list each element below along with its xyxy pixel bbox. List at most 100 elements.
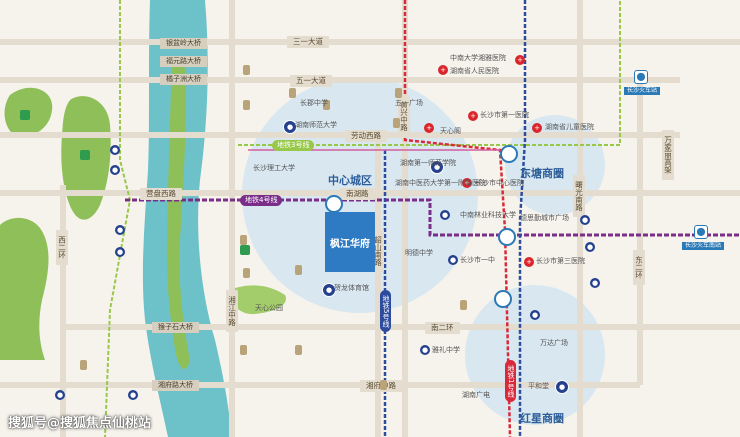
- landmark-icon: [243, 268, 250, 278]
- hospital-icon: +: [524, 257, 534, 267]
- school-icon: ●: [555, 380, 569, 394]
- metro-interchange-icon: [498, 228, 516, 246]
- district-center: 中心城区: [328, 174, 372, 187]
- metro-interchange-icon: [494, 290, 512, 308]
- hospital-icon: +: [515, 55, 525, 65]
- hospital-icon: +: [468, 111, 478, 121]
- landmark-icon: [323, 100, 330, 110]
- school-icon: ●: [420, 345, 430, 355]
- road-xiangjiang: 湘江中路: [226, 290, 238, 332]
- metro-tag-line3: 地铁3号线: [272, 140, 315, 151]
- landmark-icon: [240, 345, 247, 355]
- road-sanyi: 三一大道: [287, 36, 329, 48]
- school-icon: ●: [580, 215, 590, 225]
- road-furong-n: 黄兴中路: [398, 95, 410, 137]
- metro-line5-path: [518, 0, 527, 437]
- landmark-icon: [243, 100, 250, 110]
- poi-label: 中南林业科技大学: [460, 211, 516, 219]
- road-erhuan-west: 西二环: [56, 230, 68, 265]
- school-icon: ●: [110, 165, 120, 175]
- landmark-icon: [289, 88, 296, 98]
- landmark-icon: [243, 65, 250, 75]
- poi-label: 天心公园: [255, 304, 283, 312]
- bridge-fuyuan: 福元路大桥: [160, 56, 207, 67]
- railway-station-label: 长沙火车站: [624, 87, 661, 95]
- road-dongtang: 曙光南路: [573, 175, 585, 217]
- bridge-houhu: 猴子石大桥: [152, 322, 199, 333]
- park-area: [230, 285, 286, 315]
- school-icon: ●: [110, 145, 120, 155]
- road-yingpan: 营盘西路: [140, 188, 182, 200]
- road-erhuan-east: 东二环: [633, 250, 645, 285]
- landmark-icon: [295, 265, 302, 275]
- poi-label: 德思勤城市广场: [520, 214, 569, 222]
- bridge-juzizhou: 橘子洲大桥: [160, 74, 207, 85]
- poi-label: 中南大学湘雅医院: [450, 54, 506, 62]
- road-laodong: 劳动西路: [345, 130, 387, 142]
- project-marker[interactable]: 枫江华府: [325, 212, 375, 272]
- poi-label: 贺龙体育馆: [334, 284, 369, 292]
- poi-label: 雅礼中学: [432, 346, 460, 354]
- school-icon: ●: [322, 283, 336, 297]
- landmark-icon: [395, 88, 402, 98]
- poi-label: 天心阁: [440, 127, 461, 135]
- metro-tag-line5: 地铁5号线: [380, 290, 391, 333]
- railway-station-icon: ⬤: [634, 70, 648, 84]
- school-icon: ●: [128, 390, 138, 400]
- poi-label: 长沙理工大学: [253, 164, 295, 172]
- poi-label: 长沙市中心医院: [475, 179, 524, 187]
- metro-line3-path-b: [238, 0, 621, 146]
- school-icon: ●: [590, 278, 600, 288]
- metro-tag-line1: 地铁1号线: [505, 360, 516, 403]
- hongxing-circle: [465, 285, 605, 425]
- bridge-yinpenling: 银盆岭大桥: [160, 38, 207, 49]
- hospital-icon: +: [462, 178, 472, 188]
- school-icon: ●: [585, 242, 595, 252]
- district-hongxing: 红星商圈: [520, 412, 564, 425]
- bridge-xiangfu: 湘府路大桥: [152, 380, 199, 391]
- poi-label: 长沙市一中: [460, 256, 495, 264]
- landmark-icon: [295, 345, 302, 355]
- school-icon: ●: [115, 225, 125, 235]
- park-icon: [20, 110, 30, 120]
- metro-interchange-icon: [500, 145, 518, 163]
- poi-label: 湖南省人民医院: [450, 67, 499, 75]
- school-icon: ●: [283, 120, 297, 134]
- road-shaoshan: 韶山南路: [372, 230, 384, 272]
- road-erhuan-south: 南二环: [425, 322, 460, 334]
- poi-label: 长沙市第一医院: [480, 111, 529, 119]
- road-nanhu: 南湖路: [340, 188, 375, 200]
- school-icon: ●: [55, 390, 65, 400]
- park-icon: [240, 245, 250, 255]
- school-icon: ●: [430, 160, 444, 174]
- landmark-icon: [393, 118, 400, 128]
- hospital-icon: +: [424, 123, 434, 133]
- district-dongtang: 东塘商圈: [520, 167, 564, 180]
- watermark: 搜狐号@搜狐焦点仙桃站: [8, 416, 152, 431]
- road-wuyi: 五一大道: [290, 75, 332, 87]
- landmark-icon: [460, 300, 467, 310]
- hospital-icon: +: [438, 65, 448, 75]
- poi-label: 平和堂: [528, 382, 549, 390]
- poi-label: 长郡中学: [300, 99, 328, 107]
- south-railway-label: 长沙火车南站: [682, 242, 725, 250]
- metro-tag-line4: 地铁4号线: [240, 195, 283, 206]
- school-icon: ●: [530, 310, 540, 320]
- hospital-icon: +: [532, 123, 542, 133]
- metro-interchange-icon: [325, 195, 343, 213]
- poi-label: 湖南师范大学: [295, 121, 337, 129]
- poi-label: 万达广场: [540, 339, 568, 347]
- landmark-icon: [240, 235, 247, 245]
- landmark-icon: [380, 380, 387, 390]
- road-wanjialin: 万家丽高架: [662, 130, 674, 180]
- park-icon: [80, 150, 90, 160]
- poi-label: 长沙市第三医院: [536, 257, 585, 265]
- south-railway-icon: ⬤: [694, 225, 708, 239]
- park-area: [0, 217, 49, 360]
- school-icon: ●: [115, 247, 125, 257]
- poi-label: 湖南中医药大学第一附属医院: [395, 179, 486, 187]
- poi-label: 湖南省儿童医院: [545, 123, 594, 131]
- poi-label: 湖南第一师范学院: [400, 159, 456, 167]
- school-icon: ●: [448, 255, 458, 265]
